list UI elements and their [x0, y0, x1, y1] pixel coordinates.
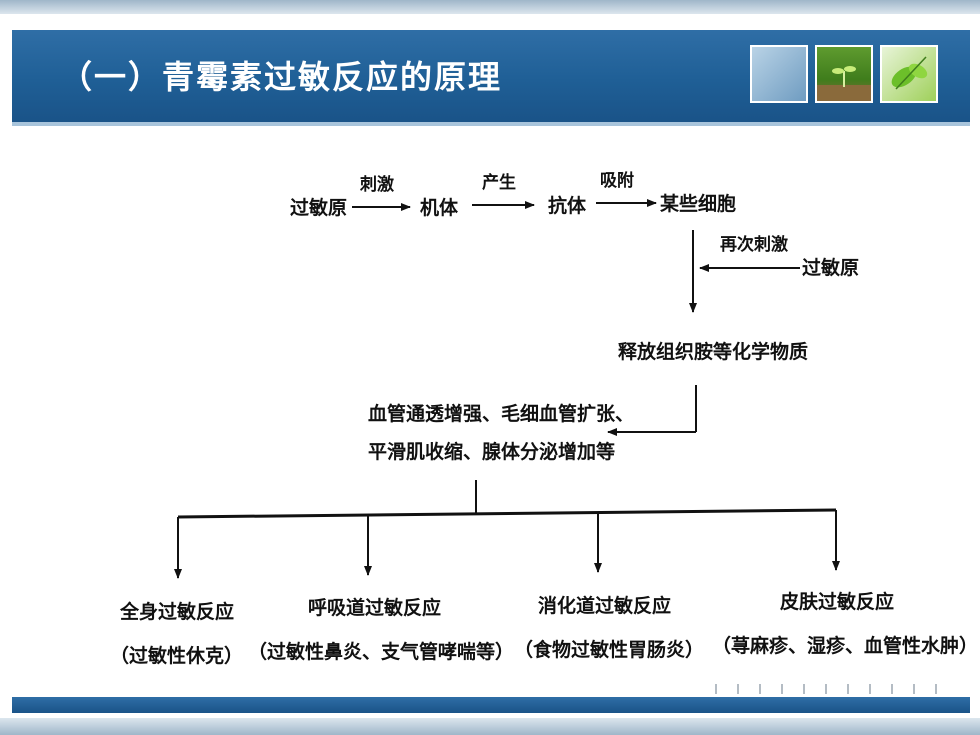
label-produce: 产生 [482, 172, 516, 193]
node-certain-cells: 某些细胞 [660, 192, 736, 215]
label-adsorb: 吸附 [600, 170, 634, 191]
footer-tick-decoration [715, 684, 937, 694]
reaction-digestive-detail: （食物过敏性胃肠炎） [514, 638, 704, 661]
reaction-skin-name: 皮肤过敏反应 [780, 590, 894, 613]
footer-bar [12, 697, 970, 713]
reaction-respiratory-detail: （过敏性鼻炎、支气管哮喘等） [248, 640, 514, 663]
reaction-systemic-name: 全身过敏反应 [119, 600, 234, 623]
green-leaves-icon [880, 45, 938, 103]
node-allergen-1: 过敏原 [290, 196, 347, 219]
branch-bar [177, 508, 837, 519]
slide-title: （一）青霉素过敏反应的原理 [60, 58, 503, 96]
node-release-histamine: 释放组织胺等化学物质 [618, 340, 808, 363]
blank-blue-tile-icon [750, 45, 808, 103]
reaction-digestive-name: 消化道过敏反应 [538, 594, 671, 617]
top-decor-strip [0, 0, 980, 14]
bottom-decor-strip [0, 718, 980, 735]
node-organism: 机体 [420, 196, 459, 219]
sprout-soil-icon [815, 45, 873, 103]
reaction-respiratory-name: 呼吸道过敏反应 [308, 596, 441, 619]
label-stimulate: 刺激 [360, 174, 394, 195]
reaction-skin-detail: （荨麻疹、湿疹、血管性水肿） [712, 634, 978, 657]
node-antibody: 抗体 [548, 194, 587, 217]
node-effects-line-1: 血管通透增强、毛细血管扩张、 [368, 402, 634, 425]
header-bar [12, 30, 970, 126]
node-effects-line-2: 平滑肌收缩、腺体分泌增加等 [368, 440, 615, 463]
node-allergen-2: 过敏原 [802, 256, 859, 279]
reaction-systemic-detail: （过敏性休克） [110, 644, 243, 667]
label-restimulate: 再次刺激 [720, 234, 788, 255]
